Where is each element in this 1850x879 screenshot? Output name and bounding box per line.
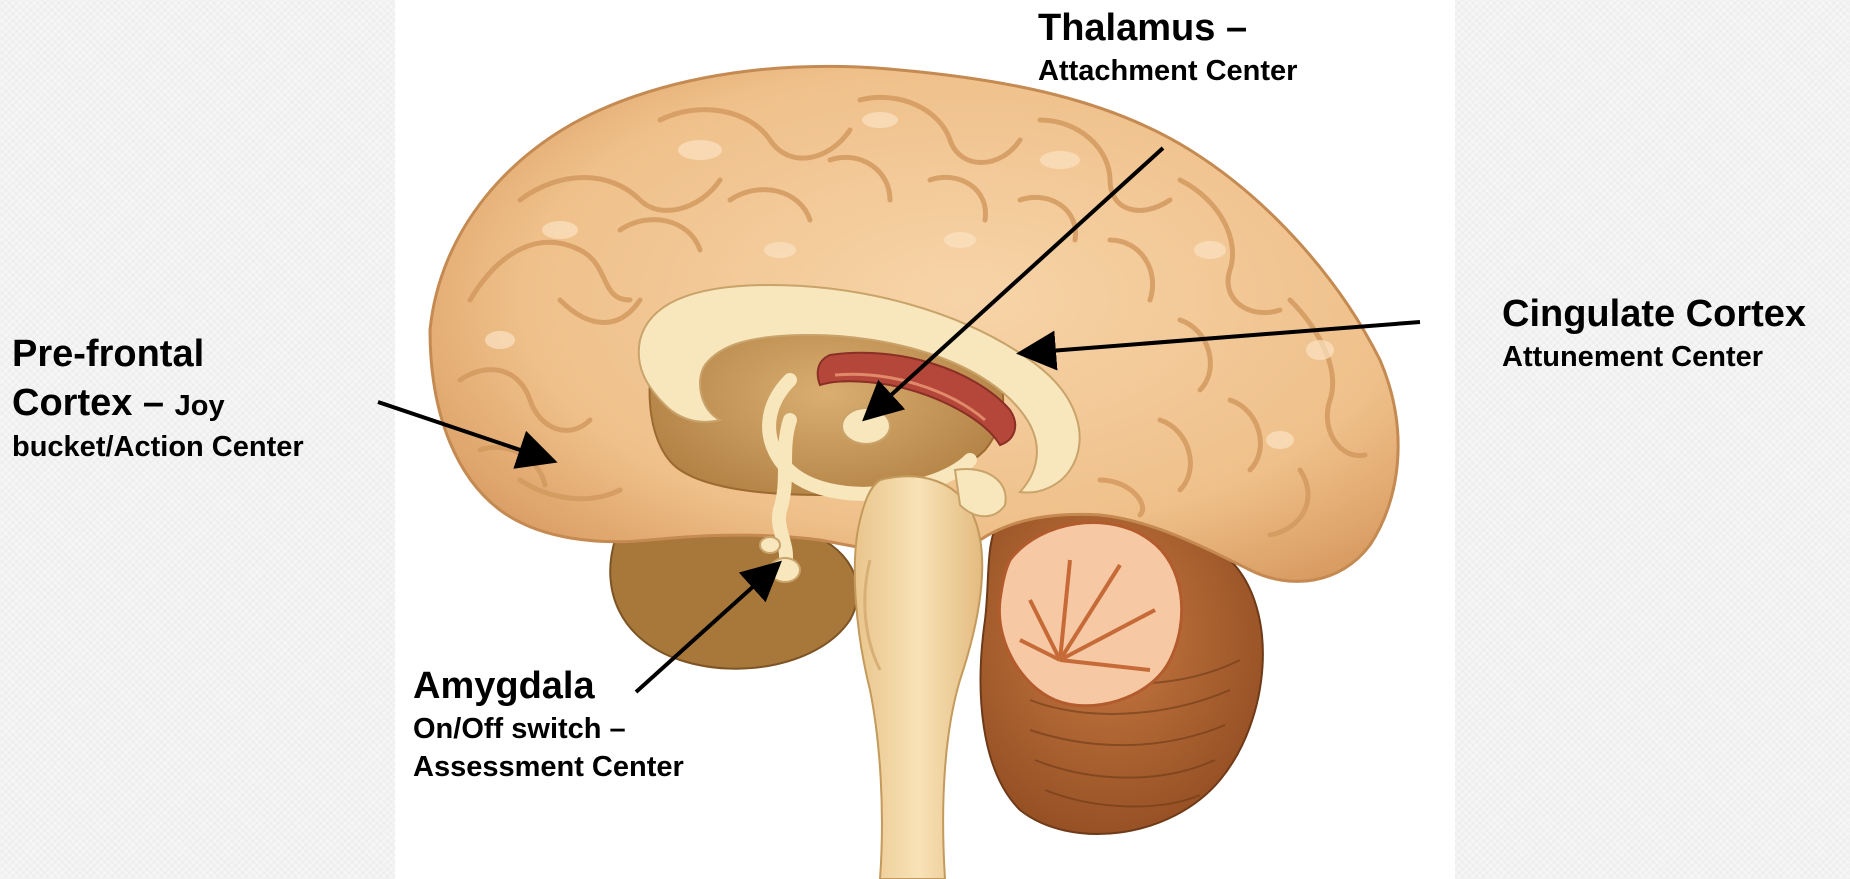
amygdala-line2: On/Off switch – [413,711,684,749]
thalamus-title: Thalamus – [1038,4,1297,53]
prefrontal-line3: bucket/Action Center [12,429,304,467]
thalamus-label: Thalamus – Attachment Center [1038,4,1297,91]
pituitary-structure [760,537,780,553]
prefrontal-line1: Pre-frontal [12,330,304,379]
prefrontal-line2-small: Joy [175,390,225,422]
cingulate-subtitle: Attunement Center [1502,339,1806,377]
thalamus-subtitle: Attachment Center [1038,53,1297,91]
temporal-lobe [610,520,857,669]
thalamus-structure [842,408,890,444]
amygdala-line3: Assessment Center [413,749,684,787]
amygdala-title: Amygdala [413,662,684,711]
cingulate-label: Cingulate Cortex Attunement Center [1502,290,1806,377]
prefrontal-label: Pre-frontal Cortex – Joy bucket/Action C… [12,330,304,466]
brainstem [855,476,982,879]
prefrontal-line2: Cortex – Joy [12,379,304,428]
cingulate-title: Cingulate Cortex [1502,290,1806,339]
amygdala-label: Amygdala On/Off switch – Assessment Cent… [413,662,684,787]
prefrontal-line2-main: Cortex – [12,382,164,424]
